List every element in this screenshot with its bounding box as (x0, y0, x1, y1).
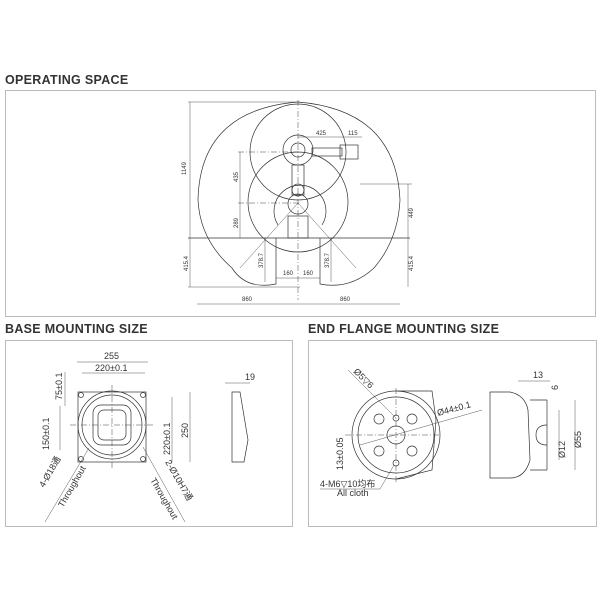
dim-55: Ø55 (573, 431, 583, 448)
dim-150: 150±0.1 (41, 418, 51, 450)
dim-1149: 1149 (182, 161, 188, 175)
dim-250: 250 (180, 423, 190, 438)
dim-160-right: 160 (303, 271, 314, 277)
end-flange-panel (308, 340, 597, 527)
operating-space-drawing (188, 100, 412, 305)
dim-860-right: 860 (340, 297, 351, 303)
dim-pin-hole: Ø5▽6 (352, 366, 376, 390)
operating-space-title: OPERATING SPACE (5, 73, 129, 87)
dim-19: 19 (245, 372, 255, 382)
dim-6: 6 (550, 385, 560, 390)
operating-space-dims: 1149 425 115 435 289 449 415.4 415.4 378… (182, 131, 415, 303)
note-4-holes: 4-Ø18通 (37, 455, 63, 489)
dim-415-right: 415.4 (409, 255, 415, 271)
end-flange-title: END FLANGE MOUNTING SIZE (308, 322, 500, 336)
base-mounting-drawing (44, 361, 250, 523)
dim-220-y: 220±0.1 (162, 423, 172, 455)
note-thread: 4-M6▽10均布 (320, 478, 375, 489)
operating-space-panel (5, 90, 596, 317)
dim-pcd: Ø44±0.1 (436, 399, 472, 418)
base-mounting-panel (5, 340, 293, 527)
dim-860-left: 860 (242, 297, 253, 303)
dim-offset: 13±0.05 (335, 438, 345, 470)
note-all-cloth: All cloth (337, 488, 369, 498)
dim-115: 115 (348, 131, 358, 137)
dim-435: 435 (234, 171, 240, 182)
note-throughout-left: Throughout (56, 464, 88, 509)
dim-160-left: 160 (283, 271, 294, 277)
dim-289: 289 (234, 217, 240, 228)
dim-378-left: 378.7 (259, 252, 265, 268)
base-mounting-title: BASE MOUNTING SIZE (5, 322, 148, 336)
inner-arc (273, 184, 327, 226)
dim-75: 75±0.1 (54, 373, 64, 400)
dim-449: 449 (409, 207, 415, 218)
dim-378-right: 378.7 (325, 252, 331, 268)
dim-12: Ø12 (557, 441, 567, 458)
end-flange-dims: Ø5▽6 Ø44±0.1 13±0.05 4-M6▽10均布 All cloth… (320, 366, 583, 498)
dim-220-x: 220±0.1 (95, 363, 127, 373)
dim-255: 255 (104, 351, 119, 361)
workspace-envelope (197, 101, 401, 286)
dim-415-left: 415.4 (184, 255, 190, 271)
dim-425: 425 (316, 131, 327, 137)
dim-13: 13 (533, 370, 543, 380)
end-flange-drawing (320, 369, 576, 490)
